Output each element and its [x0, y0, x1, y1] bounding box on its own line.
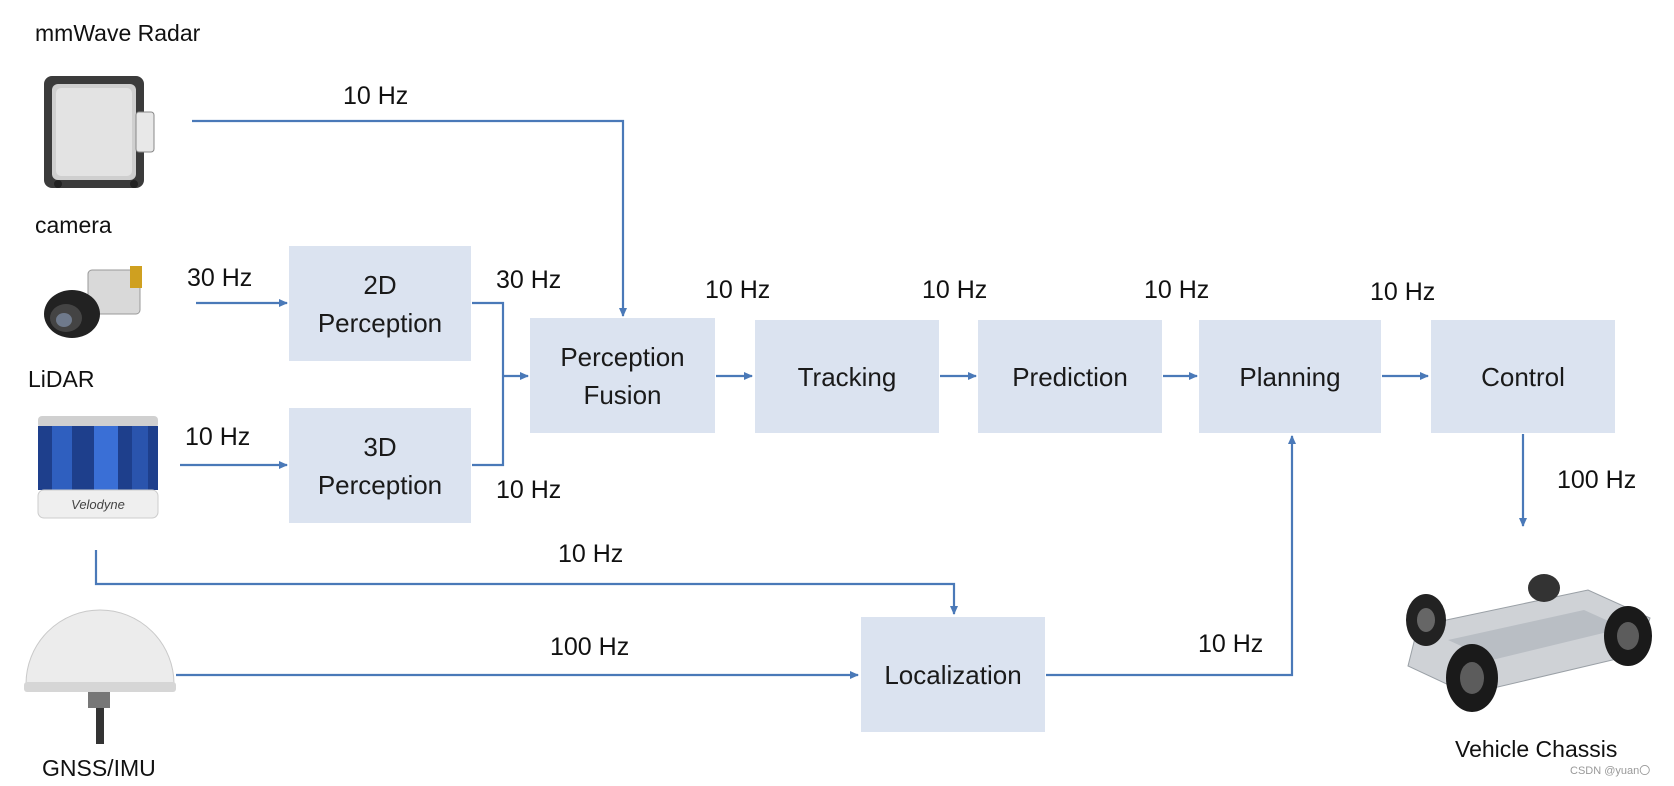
rate-fusion-to-tracking: 10 Hz [705, 276, 771, 304]
arrow-localization-to-planning [1046, 435, 1296, 677]
rate-control-to-chassis: 100 Hz [1557, 466, 1637, 494]
camera-label: camera [35, 212, 112, 238]
radar-sensor-image [44, 76, 155, 188]
radar-label: mmWave Radar [35, 20, 201, 46]
arrow-2d-to-merge [472, 301, 505, 376]
lidar-brand-text: Velodyne [71, 497, 125, 512]
rate-radar-to-fusion: 10 Hz [343, 82, 409, 110]
rate-lidar-to-localization: 10 Hz [558, 540, 624, 568]
prediction-box: Prediction [978, 320, 1162, 433]
rate-camera-to-2d: 30 Hz [187, 264, 253, 292]
vehicle-chassis-label: Vehicle Chassis [1455, 736, 1618, 762]
rate-planning-to-control: 10 Hz [1370, 278, 1436, 306]
gnss-label: GNSS/IMU [42, 755, 156, 781]
perception-3d-box: 3D Perception [289, 408, 471, 523]
localization-box: Localization [861, 617, 1045, 732]
arrow-lidar-to-localization [94, 550, 958, 615]
arrow-3d-to-merge [472, 376, 505, 467]
camera-sensor-image [44, 266, 142, 338]
lidar-sensor-image: Velodyne [37, 416, 159, 519]
tracking-box: Tracking [755, 320, 939, 433]
gnss-sensor-image [24, 609, 176, 744]
rate-localization-to-planning: 10 Hz [1198, 630, 1264, 658]
rate-gnss-to-localization: 100 Hz [550, 633, 630, 661]
rate-prediction-to-planning: 10 Hz [1144, 276, 1210, 304]
rate-tracking-to-prediction: 10 Hz [922, 276, 988, 304]
watermark: CSDN @yuan〇 [1570, 765, 1651, 777]
control-box: Control [1431, 320, 1615, 433]
rate-3d-to-fusion: 10 Hz [496, 476, 562, 504]
planning-box: Planning [1199, 320, 1381, 433]
rate-lidar-to-3d: 10 Hz [185, 423, 251, 451]
vehicle-chassis-image [1406, 574, 1652, 712]
lidar-label: LiDAR [28, 366, 95, 392]
perception-2d-box: 2D Perception [289, 246, 471, 361]
arrow-radar-to-fusion [192, 119, 627, 317]
rate-2d-to-fusion: 30 Hz [496, 266, 562, 294]
perception-fusion-box: Perception Fusion [530, 318, 715, 433]
